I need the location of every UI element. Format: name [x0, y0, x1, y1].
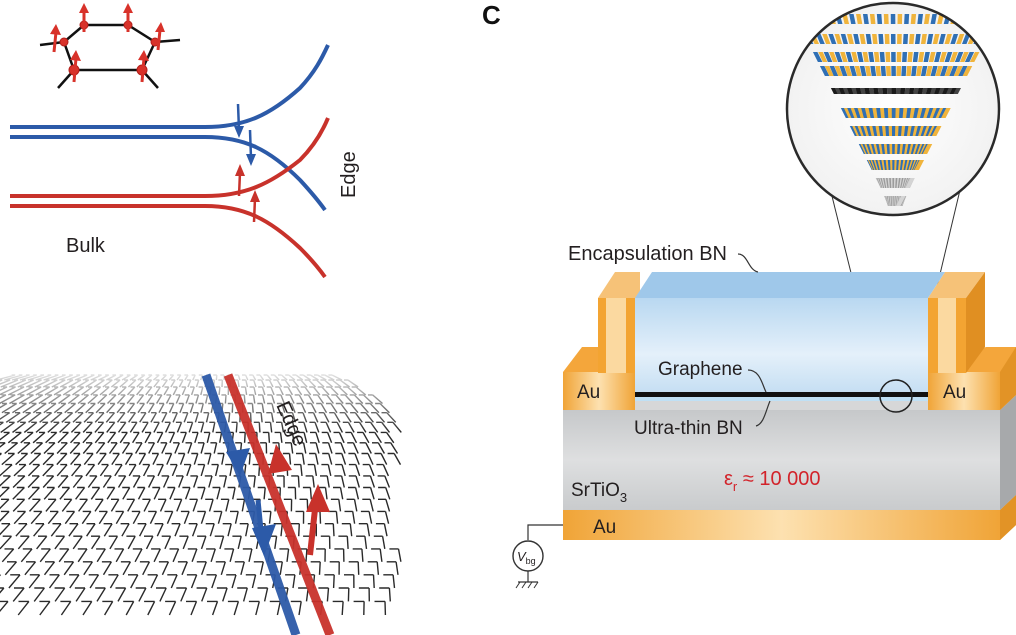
edge-spin-arrows — [234, 103, 260, 223]
voltage-label: Vbg — [517, 549, 536, 566]
encapsulation-bn — [635, 272, 945, 392]
left-contact — [563, 272, 640, 410]
right-au-label: Au — [943, 382, 966, 403]
voltage-source — [512, 524, 563, 589]
permittivity-label: εr ≈ 10 000 — [724, 468, 821, 494]
red-bands — [10, 117, 330, 279]
edge-label-top: Edge — [338, 151, 360, 198]
right-contact — [928, 272, 1016, 410]
zoom-target-circle — [879, 379, 913, 413]
ultrathin-bn-label: Ultra-thin BN — [634, 418, 743, 439]
graphene-layer — [635, 392, 928, 397]
encapsulation-bn-label: Encapsulation BN — [568, 243, 727, 265]
bulk-label: Bulk — [66, 235, 106, 257]
spin-hexagon — [39, 3, 181, 89]
graphene-label: Graphene — [658, 359, 743, 380]
edge-channels — [201, 373, 335, 635]
gate-au-label: Au — [593, 517, 616, 538]
encapsulation-leader — [737, 253, 759, 273]
ultrathin-leader — [755, 400, 771, 427]
atomic-zoom-circle — [785, 1, 1001, 217]
graphene-leader — [747, 369, 767, 393]
srtio3-substrate — [563, 395, 1016, 510]
srtio3-label: SrTiO3 — [571, 480, 627, 505]
left-au-label: Au — [577, 382, 600, 403]
gate-electrode — [563, 495, 1016, 540]
substrate-top-strip — [635, 401, 928, 410]
graphene-lattice — [0, 365, 402, 635]
blue-bands — [10, 44, 330, 212]
ultrathin-bn-layer — [635, 397, 928, 401]
panel-letter-c: C — [482, 0, 501, 30]
